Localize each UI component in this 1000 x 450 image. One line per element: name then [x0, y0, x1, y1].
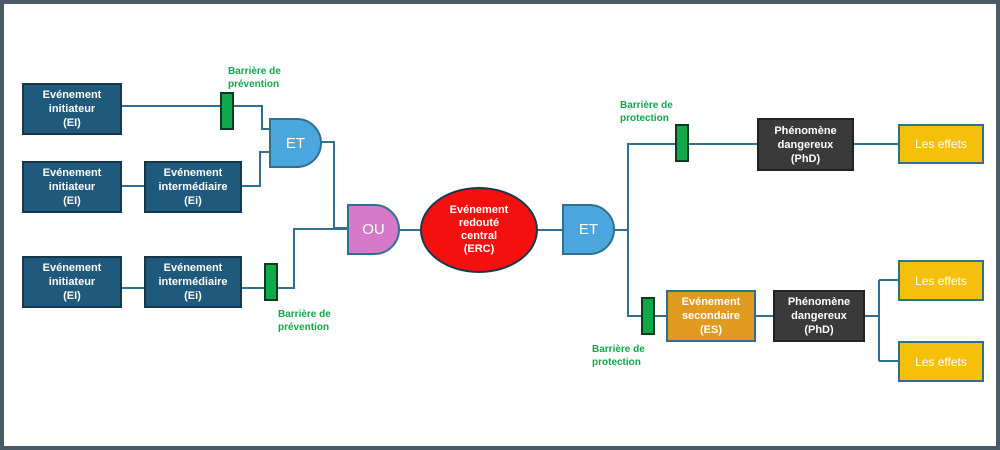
- and-gate-right: ET: [562, 204, 615, 255]
- prevention-barrier-bottom: [264, 263, 278, 301]
- protection-barrier-bottom: [641, 297, 655, 335]
- protection-barrier-label: Barrière de protection: [592, 344, 645, 368]
- connector-lines: [122, 105, 898, 362]
- initiating-event-box: Evénement initiateur (EI): [22, 256, 122, 308]
- prevention-barrier-label: Barrière de prévention: [278, 309, 331, 333]
- protection-barrier-top: [675, 124, 689, 162]
- prevention-barrier-top: [220, 92, 234, 130]
- central-feared-event: Evénement redouté central (ERC): [420, 187, 538, 273]
- intermediate-event-box: Evénement intermédiaire (Ei): [144, 256, 242, 308]
- bowtie-diagram: Evénement initiateur (EI) Evénement init…: [4, 4, 996, 446]
- initiating-event-box: Evénement initiateur (EI): [22, 83, 122, 135]
- effects-box: Les effets: [898, 341, 984, 382]
- dangerous-phenomenon-box: Phénomène dangereux (PhD): [773, 290, 865, 342]
- and-gate-left: ET: [269, 118, 322, 168]
- or-gate: OU: [347, 204, 400, 255]
- initiating-event-box: Evénement initiateur (EI): [22, 161, 122, 213]
- effects-box: Les effets: [898, 124, 984, 164]
- dangerous-phenomenon-box: Phénomène dangereux (PhD): [757, 118, 854, 171]
- protection-barrier-label: Barrière de protection: [620, 100, 673, 124]
- secondary-event-box: Evénement secondaire (ES): [666, 290, 756, 342]
- intermediate-event-box: Evénement intermédiaire (Ei): [144, 161, 242, 213]
- prevention-barrier-label: Barrière de prévention: [228, 66, 281, 90]
- effects-box: Les effets: [898, 260, 984, 301]
